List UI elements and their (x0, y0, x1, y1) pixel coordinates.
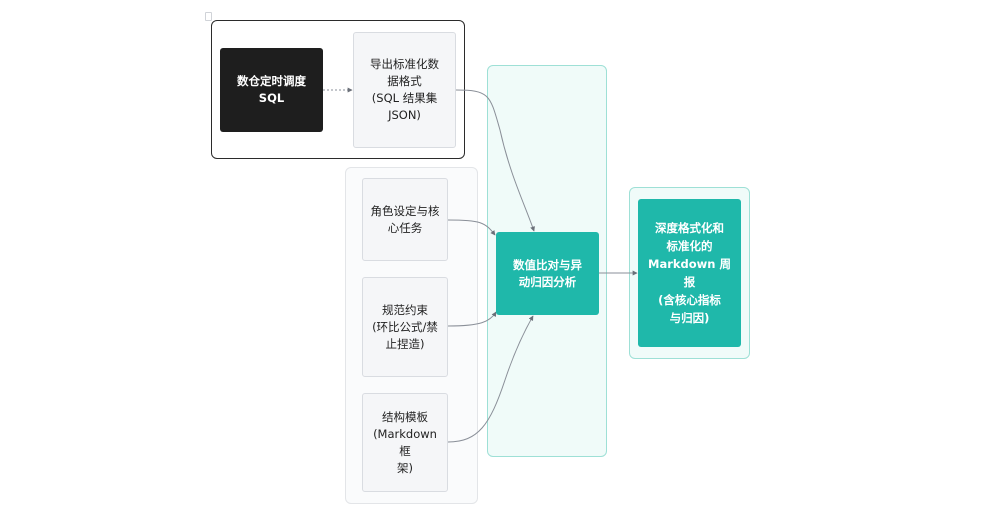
node-markdown-report: 深度格式化和 标准化的 Markdown 周 报 (含核心指标 与归因) (638, 199, 741, 347)
edge-rules-compare (447, 311, 497, 327)
node-role-task: 角色设定与核 心任务 (362, 178, 448, 261)
node-source-sql: 数仓定时调度 SQL (220, 48, 323, 132)
node-template: 结构模板 (Markdown 框 架) (362, 393, 448, 492)
node-export-format: 导出标准化数 据格式 (SQL 结果集 JSON) (353, 32, 456, 148)
edge-role-compare (447, 219, 496, 236)
corner-marker (205, 12, 212, 21)
node-rules: 规范约束 (环比公式/禁 止捏造) (362, 277, 448, 377)
edge-template-compare (447, 315, 534, 443)
node-compare-analysis: 数值比对与异 动归因分析 (496, 232, 599, 315)
edge-export-compare (455, 89, 535, 232)
